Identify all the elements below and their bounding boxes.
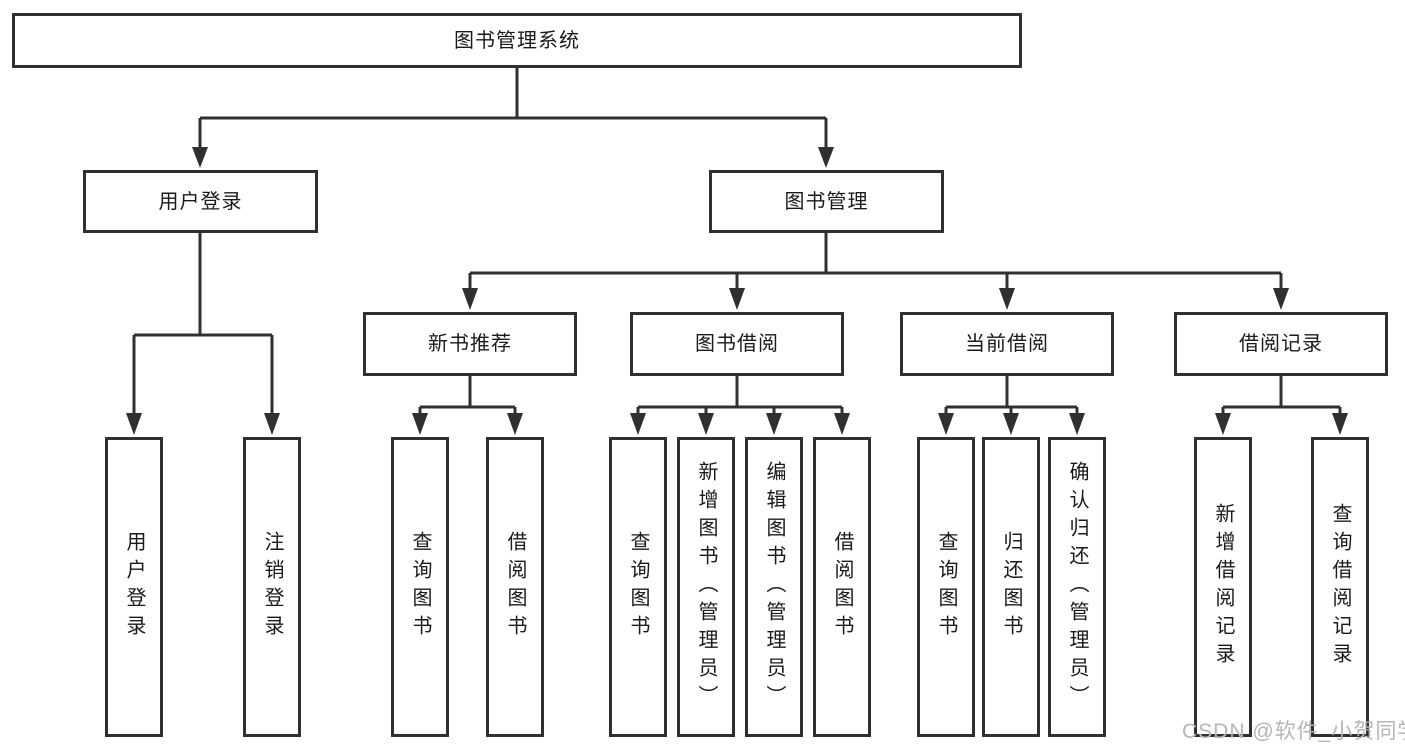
node-current-borrow: 当前借阅 [900, 312, 1114, 376]
node-borrow-records: 借阅记录 [1174, 312, 1388, 376]
leaf-confirm-return-admin: 确认归还（管理员） [1048, 437, 1106, 737]
node-book-borrow: 图书借阅 [630, 312, 844, 376]
node-new-book-recommend: 新书推荐 [363, 312, 577, 376]
arrowheads [126, 147, 1348, 435]
leaf-query-borrow-record: 查询借阅记录 [1311, 437, 1369, 737]
leaf-return-books: 归还图书 [982, 437, 1040, 737]
leaf-borrow-books: 借阅图书 [813, 437, 871, 737]
connector-lines [132, 68, 1342, 414]
leaf-query-books-current: 查询图书 [917, 437, 975, 737]
leaf-borrow-books-recommend: 借阅图书 [486, 437, 544, 737]
watermark-text: CSDN @软件_小贺同学 [1182, 720, 1405, 743]
leaf-add-borrow-record: 新增借阅记录 [1194, 437, 1252, 737]
leaf-query-books-recommend: 查询图书 [391, 437, 449, 737]
leaf-edit-books-admin: 编辑图书（管理员） [745, 437, 803, 737]
leaf-user-login: 用户登录 [105, 437, 163, 737]
leaf-add-books-admin: 新增图书（管理员） [677, 437, 735, 737]
node-book-management: 图书管理 [709, 170, 944, 233]
node-root-system: 图书管理系统 [12, 13, 1022, 68]
leaf-query-books-borrow: 查询图书 [609, 437, 667, 737]
leaf-logout: 注销登录 [243, 437, 301, 737]
node-user-login: 用户登录 [83, 170, 318, 233]
